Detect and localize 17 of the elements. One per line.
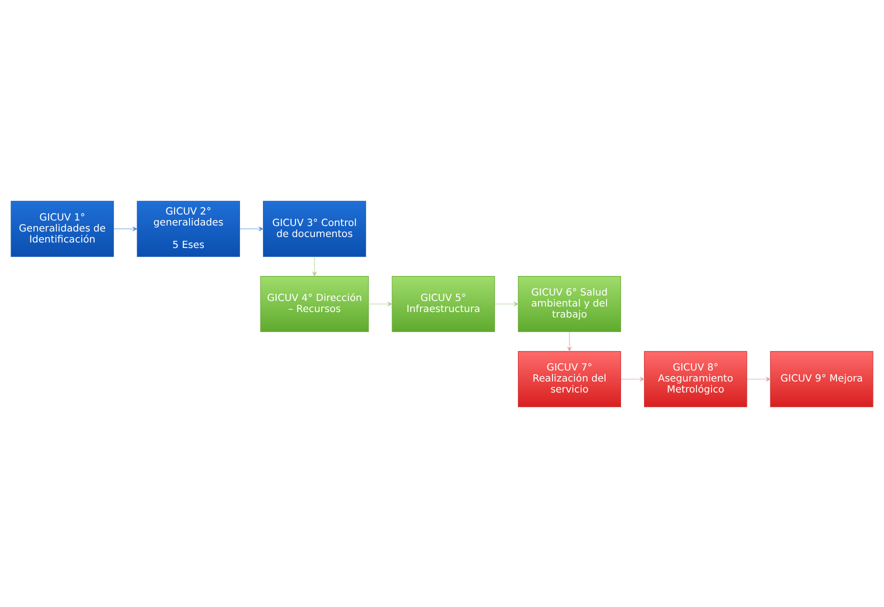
arrow	[494, 301, 518, 306]
arrow	[567, 330, 572, 351]
arrow	[114, 226, 138, 231]
node-box: GICUV 6° Salud ambiental y del trabajo	[518, 276, 622, 332]
node-box: GICUV 9° Mejora	[770, 350, 874, 407]
arrow	[240, 226, 264, 231]
node-box: GICUV 3° Control de documentos	[262, 200, 366, 256]
node-box: GICUV 5° Infraestructura	[392, 276, 495, 332]
node-box: GICUV 4° Dirección – Recursos	[260, 276, 369, 332]
arrow	[620, 376, 645, 381]
node-box: GICUV 8° Aseguramiento Metrológico	[644, 350, 748, 407]
arrow	[746, 376, 771, 381]
node-box: GICUV 7° Realización del servicio	[518, 350, 622, 407]
arrow	[312, 256, 317, 276]
node-box: GICUV 2° generalidades 5 Eses	[136, 200, 240, 256]
node-box: GICUV 1° Generalidades de Identificación	[10, 200, 114, 256]
arrow	[368, 301, 392, 306]
